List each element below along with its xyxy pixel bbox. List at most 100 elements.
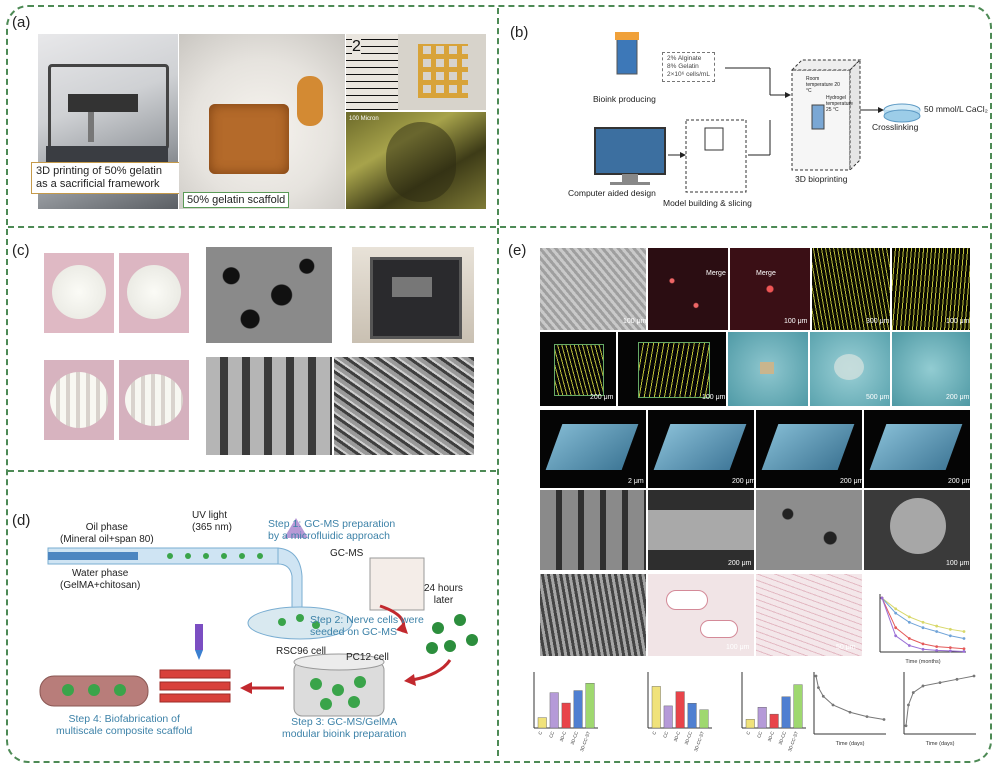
hours-label: 24 hours later (424, 583, 463, 607)
row5-scale-2: 50 μm (836, 644, 856, 651)
bar-1-tick-3D-CC: 3D-CC (570, 730, 580, 745)
lattice-photo-1 (44, 360, 114, 440)
row3-scale-4: 200 μm (948, 478, 972, 485)
bar-1-C (537, 717, 547, 729)
bar-2-CC (663, 705, 673, 729)
row3-scale-3: 200 μm (840, 478, 864, 485)
decay-chart-point-1-5 (948, 627, 952, 631)
cell-image-1 (540, 248, 646, 330)
cumulative-chart-point-1-1 (907, 703, 910, 707)
row5-scale-1: 100 μm (726, 644, 750, 651)
surface-3d-2 (648, 410, 754, 488)
decay-chart-point-1-4 (935, 624, 939, 628)
step-1-line-2: by a microfluidic approach (268, 530, 390, 542)
histology-2 (756, 574, 862, 656)
bar-3-tick-3D-C: 3D-C (767, 730, 776, 742)
sem-porous-1 (206, 247, 332, 343)
water-phase-title: Water phase (71, 568, 129, 579)
panel-d-diagram (39, 518, 478, 717)
ruler-number: 2 (352, 38, 361, 56)
bar-2-tick-3D-CC-ST: 3D-CC-ST (693, 730, 705, 752)
hours-line-1: 24 hours (424, 583, 463, 594)
merge-image-1 (648, 248, 728, 330)
sem-fibrous (334, 357, 474, 455)
printer-temp-room: Room temperature 20 °C (806, 76, 840, 94)
model-label: Model building & slicing (663, 198, 752, 208)
cacl-label: 50 mmol/L CaCl₂ (924, 104, 988, 114)
outer-frame (6, 5, 992, 763)
step-3-line-2: modular bioink preparation (282, 728, 407, 740)
fluor-image-1 (812, 248, 890, 330)
oil-phase-detail: (Mineral oil+span 80) (60, 534, 154, 545)
decay-chart-point-4-5 (948, 649, 952, 653)
release-chart-point-1-3 (831, 703, 835, 707)
bar-1-tick-3D-C: 3D-C (559, 730, 568, 742)
rsc-label: RSC96 cell (276, 646, 327, 657)
bar-2-3D-CC-ST (699, 709, 709, 729)
decay-chart-point-2-3 (921, 626, 925, 630)
decay-chart-point-3-4 (935, 645, 939, 648)
sponge-photo-2 (119, 253, 189, 333)
bar-1-tick-CC: CC (548, 730, 555, 739)
water-phase-detail: (GelMA+chitosan) (60, 580, 141, 591)
printing-caption-text: 3D printing of 50% gelatin as a sacrific… (36, 165, 162, 190)
pc12-label: PC12 cell (346, 652, 389, 663)
decay-chart-point-4-2 (907, 644, 911, 647)
row1-scale-3: 300 μm (866, 318, 890, 325)
row2-scale-4: 200 μm (946, 394, 970, 401)
gelatin-scaffold-photo (179, 34, 345, 209)
decay-chart-point-1-3 (921, 620, 925, 624)
row2-scale-1: 200 μm (590, 394, 614, 401)
panel-e-label: (e) (508, 242, 527, 259)
cumulative-chart-xlabel: Time (days) (926, 741, 955, 747)
printing-caption: 3D printing of 50% gelatin as a sacrific… (31, 162, 181, 194)
top-divider (8, 226, 988, 228)
cad-label: Computer aided design (568, 188, 656, 198)
panel-b-diagram (594, 32, 921, 193)
decay-chart-point-2-4 (935, 630, 939, 633)
decay-chart-point-3-2 (907, 637, 911, 640)
bar-3-3D-C (769, 713, 779, 729)
sem-detail (540, 574, 646, 656)
row4-scale-1: 200 μm (728, 560, 752, 567)
bar-2-tick-CC: CC (662, 730, 669, 739)
decay-chart-point-4-6 (962, 650, 966, 653)
bar-3-tick-3D-CC-ST: 3D-CC-ST (787, 730, 799, 752)
bar-2-3D-C (675, 691, 685, 729)
printer-temp-hydrogel: Hydrogel temperature 25 °C (826, 95, 853, 113)
decay-chart-point-3-1 (894, 626, 898, 630)
gcms-label: GC-MS (330, 548, 364, 559)
panel-b-label: (b) (510, 24, 529, 41)
implant-photo-3 (892, 332, 970, 406)
sem-scaffold-2 (648, 490, 754, 570)
release-chart-xlabel: Time (days) (836, 741, 865, 747)
row3-scale-2: 200 μm (732, 478, 756, 485)
confocal-3d-1 (540, 332, 616, 406)
decay-chart-point-2-1 (894, 611, 898, 615)
row1-scale-1: 100 μm (623, 318, 647, 325)
implant-photo-1 (728, 332, 808, 406)
bar-1-3D-CC (573, 690, 583, 729)
surface-3d-4 (864, 410, 970, 488)
printer-label: 3D bioprinting (795, 174, 848, 184)
sem-scaffold-4 (864, 490, 970, 570)
decay-chart-point-4-3 (921, 647, 925, 651)
bar-2-C (651, 686, 661, 729)
release-chart-point-1-4 (848, 710, 852, 714)
surface-3d-1 (540, 410, 646, 488)
decay-chart-point-4-1 (894, 634, 898, 638)
cumulative-chart-point-1-0 (904, 724, 908, 728)
scaffold-caption: 50% gelatin scaffold (183, 192, 290, 208)
bar-3-tick-C: C (745, 730, 751, 735)
water-phase-label: Water phase (GelMA+chitosan) (60, 568, 140, 592)
hours-line-2: later (433, 595, 454, 606)
row2-scale-3: 500 μm (866, 394, 890, 401)
decay-chart-point-2-6 (962, 637, 966, 640)
bar-1-3D-CC-ST (585, 683, 595, 729)
bar-2-tick-3D-C: 3D-C (673, 730, 682, 742)
cumulative-chart-point-1-6 (972, 674, 976, 678)
decay-chart-point-4-4 (935, 648, 939, 652)
step-3-line-1: Step 3: GC-MS/GelMA (291, 716, 398, 728)
bar-1-3D-C (561, 702, 571, 729)
bar-2-tick-C: C (651, 730, 657, 735)
